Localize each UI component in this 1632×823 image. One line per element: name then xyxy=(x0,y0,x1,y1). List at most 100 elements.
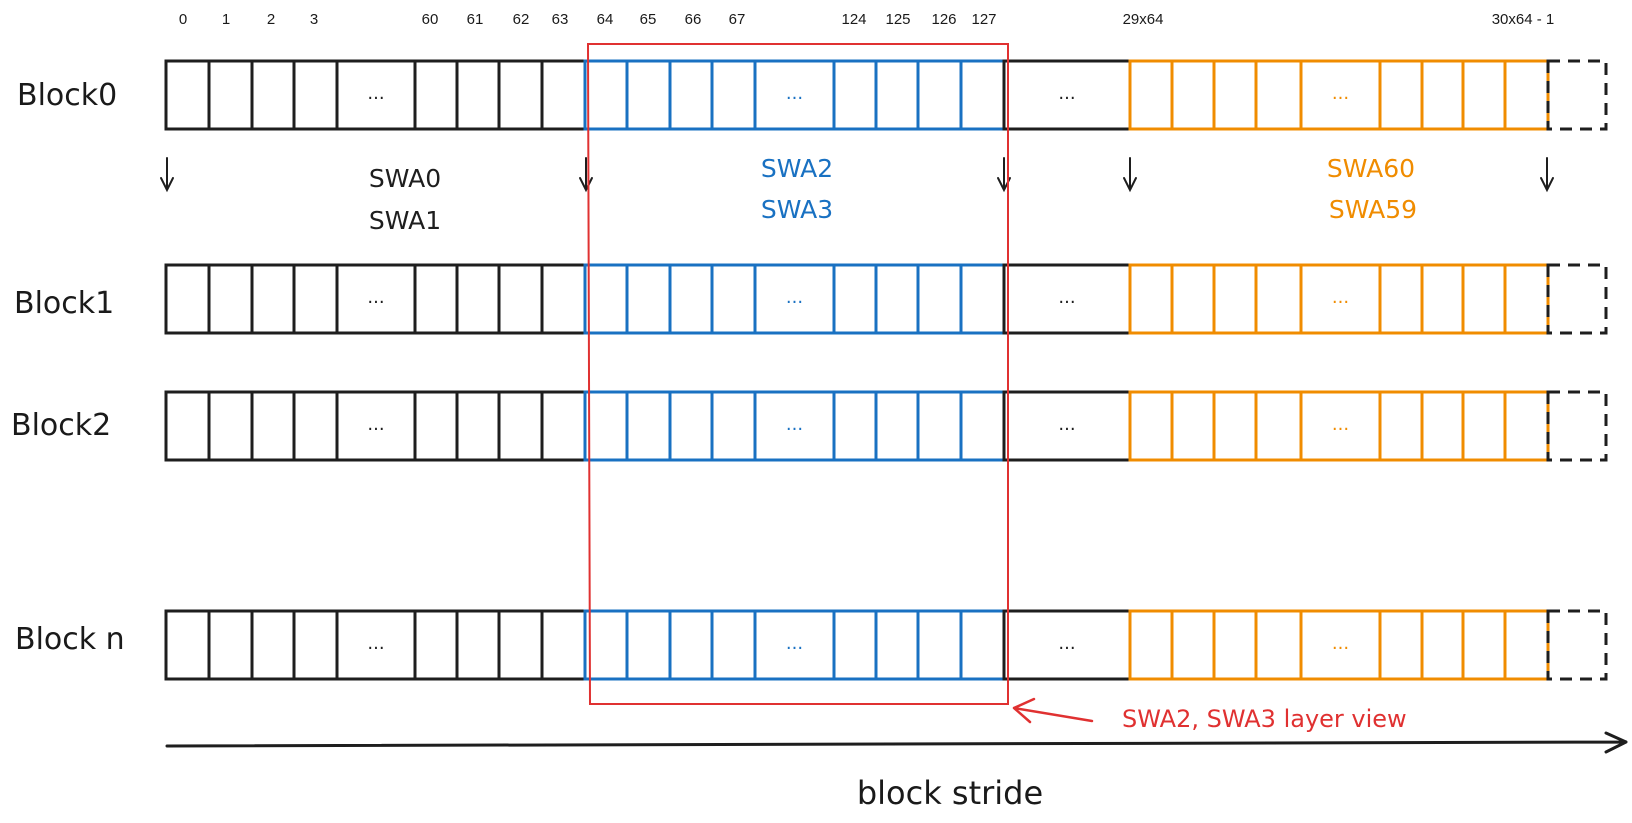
memory-cell xyxy=(540,263,587,335)
memory-cell xyxy=(1503,390,1550,462)
memory-cell-ellipsis xyxy=(1002,609,1132,681)
swa-label-swa1: SWA1 xyxy=(369,206,441,235)
index-label-125: 125 xyxy=(885,11,910,28)
memory-cell xyxy=(1170,59,1216,131)
memory-cell xyxy=(1461,263,1507,335)
memory-cell xyxy=(583,59,629,131)
memory-cell xyxy=(1461,59,1507,131)
memory-cell xyxy=(497,59,544,131)
memory-cell-placeholder-dashed xyxy=(1546,390,1608,462)
memory-cell xyxy=(1128,609,1174,681)
row-labels: Block0 Block1 Block2 Block n xyxy=(11,78,125,657)
memory-cell xyxy=(583,390,629,462)
swa-label-swa59: SWA59 xyxy=(1329,195,1417,224)
memory-cell xyxy=(540,609,587,681)
memory-cell xyxy=(413,609,459,681)
memory-cell xyxy=(668,390,714,462)
memory-cell-ellipsis xyxy=(1002,390,1132,462)
layer-view-pointer-arrow xyxy=(1012,697,1094,724)
memory-cell xyxy=(497,390,544,462)
block-stride-arrow xyxy=(165,731,1628,754)
memory-cell xyxy=(250,263,296,335)
memory-cell xyxy=(1503,59,1550,131)
ellipsis-text: ... xyxy=(1332,414,1349,435)
memory-cell-ellipsis xyxy=(753,59,836,131)
memory-cell-ellipsis xyxy=(335,390,417,462)
memory-cell xyxy=(207,609,254,681)
ellipsis-text: ... xyxy=(1332,83,1349,104)
memory-cell xyxy=(164,59,211,131)
index-label-127: 127 xyxy=(971,11,996,28)
row-label-block1: Block1 xyxy=(14,286,114,321)
memory-row-block0: ............ xyxy=(164,59,1608,131)
ellipsis-text: ... xyxy=(1058,83,1075,104)
memory-cell xyxy=(1378,390,1424,462)
index-label-62: 62 xyxy=(513,11,530,28)
memory-cell xyxy=(959,59,1006,131)
memory-cell xyxy=(1378,59,1424,131)
memory-cell-placeholder-dashed xyxy=(1546,263,1608,335)
memory-cell xyxy=(1254,390,1303,462)
memory-cell xyxy=(250,390,296,462)
memory-cell xyxy=(292,59,339,131)
index-label-3: 3 xyxy=(310,11,318,28)
index-label-30x64-minus-1: 30x64 - 1 xyxy=(1492,11,1555,28)
memory-cell xyxy=(1170,390,1216,462)
ellipsis-text: ... xyxy=(786,633,803,654)
memory-cell xyxy=(455,59,501,131)
memory-cell xyxy=(1128,263,1174,335)
memory-cell xyxy=(710,59,757,131)
memory-row-block-n: ............ xyxy=(164,609,1608,681)
memory-cell xyxy=(832,390,878,462)
memory-cell xyxy=(959,609,1006,681)
memory-cell xyxy=(1128,390,1174,462)
ellipsis-text: ... xyxy=(786,83,803,104)
ellipsis-text: ... xyxy=(1332,633,1349,654)
down-arrow xyxy=(579,157,593,193)
memory-cell xyxy=(1170,609,1216,681)
memory-cell xyxy=(1503,609,1550,681)
memory-cell-placeholder-dashed xyxy=(1546,609,1608,681)
memory-cell xyxy=(1503,263,1550,335)
memory-cell xyxy=(1461,609,1507,681)
memory-cell-ellipsis xyxy=(335,59,417,131)
layer-view-box xyxy=(586,43,1009,705)
memory-cell xyxy=(207,263,254,335)
memory-cell xyxy=(164,609,211,681)
down-arrow xyxy=(160,157,174,193)
memory-cell xyxy=(916,609,963,681)
swa-label-swa2: SWA2 xyxy=(761,154,833,183)
memory-cell-ellipsis xyxy=(335,609,417,681)
memory-cell xyxy=(250,59,296,131)
memory-cell xyxy=(292,609,339,681)
memory-cell xyxy=(1461,390,1507,462)
memory-cell xyxy=(710,390,757,462)
memory-cell xyxy=(292,390,339,462)
index-label-2: 2 xyxy=(267,11,275,28)
memory-cell xyxy=(959,263,1006,335)
index-label-64: 64 xyxy=(597,11,614,28)
index-label-124: 124 xyxy=(841,11,866,28)
memory-cell xyxy=(413,263,459,335)
memory-cell xyxy=(540,390,587,462)
swa-label-swa60: SWA60 xyxy=(1327,154,1415,183)
memory-cell xyxy=(1212,263,1258,335)
memory-cell xyxy=(540,59,587,131)
row-label-block2: Block2 xyxy=(11,408,111,443)
memory-cell xyxy=(874,59,920,131)
memory-cell xyxy=(625,263,672,335)
row-label-block-n: Block n xyxy=(15,622,125,657)
memory-cell xyxy=(832,263,878,335)
memory-cell xyxy=(832,609,878,681)
memory-cell-ellipsis xyxy=(1299,609,1382,681)
memory-cell xyxy=(625,390,672,462)
ellipsis-text: ... xyxy=(786,414,803,435)
memory-cell xyxy=(292,263,339,335)
index-label-0: 0 xyxy=(179,11,187,28)
memory-cell xyxy=(874,390,920,462)
memory-cell xyxy=(1212,390,1258,462)
index-label-60: 60 xyxy=(422,11,439,28)
memory-cell xyxy=(668,59,714,131)
ellipsis-text: ... xyxy=(786,287,803,308)
swa-label-swa3: SWA3 xyxy=(761,195,833,224)
